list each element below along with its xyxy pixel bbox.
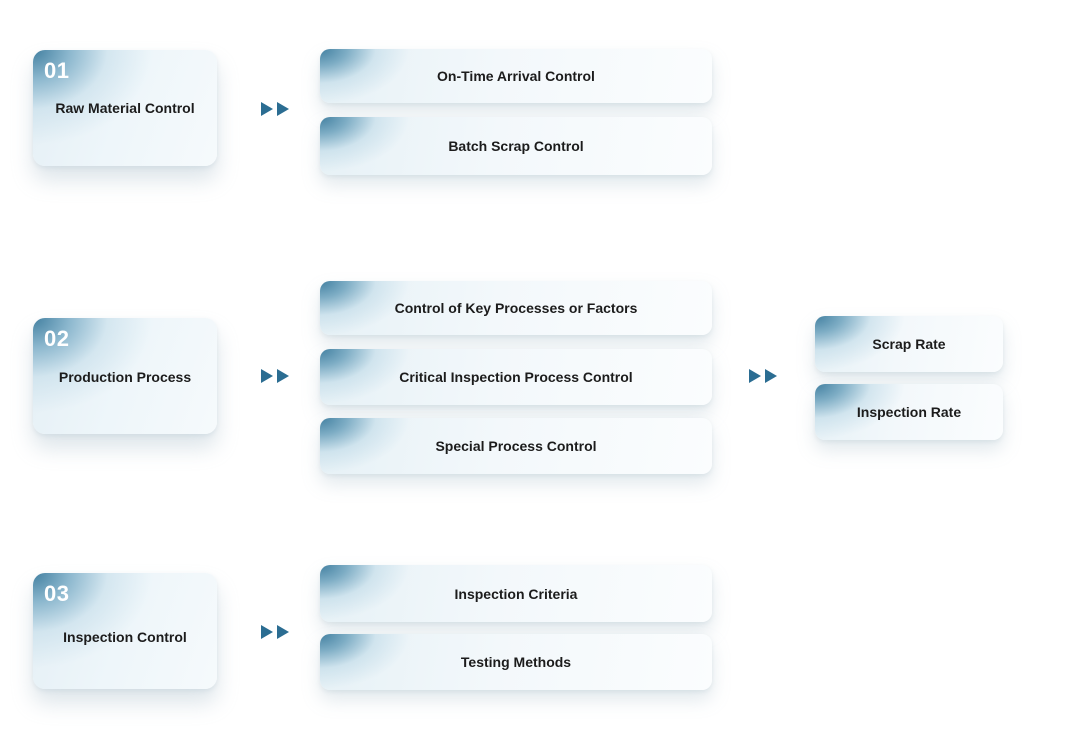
double-arrow-icon [748, 368, 780, 384]
item-label: Inspection Criteria [454, 585, 578, 602]
item-label: Special Process Control [435, 438, 597, 454]
output-card: Inspection Rate [815, 384, 1003, 440]
output-label: Scrap Rate [872, 336, 946, 352]
stage-card-01: 01 Raw Material Control [33, 50, 217, 166]
output-label: Inspection Rate [856, 404, 962, 420]
double-arrow-icon [260, 368, 292, 384]
stage-label: Inspection Control [63, 629, 187, 645]
item-label: Testing Methods [460, 654, 572, 670]
stage-card-02: 02 Production Process [33, 318, 217, 434]
item-label: Control of Key Processes or Factors [394, 300, 638, 316]
stage-number: 03 [44, 581, 70, 606]
stage-number: 02 [44, 326, 70, 351]
item-label: Critical Inspection Process Control [399, 369, 633, 385]
stage-card-03: 03 Inspection Control [33, 573, 217, 689]
item-card: Testing Methods [320, 634, 712, 690]
stage-number: 01 [44, 58, 70, 83]
item-card: Control of Key Processes or Factors [320, 281, 712, 335]
item-card: Critical Inspection Process Control [320, 349, 712, 405]
output-card: Scrap Rate [815, 316, 1003, 372]
stage-label: Raw Material Control [55, 100, 195, 116]
stage-label: Production Process [58, 369, 192, 385]
item-card: Batch Scrap Control [320, 117, 712, 175]
double-arrow-icon [260, 101, 292, 117]
item-label: On-Time Arrival Control [437, 68, 595, 84]
item-card: On-Time Arrival Control [320, 49, 712, 103]
item-card: Inspection Criteria [320, 565, 712, 622]
item-label: Batch Scrap Control [448, 138, 584, 154]
item-card: Special Process Control [320, 418, 712, 474]
double-arrow-icon [260, 624, 292, 640]
